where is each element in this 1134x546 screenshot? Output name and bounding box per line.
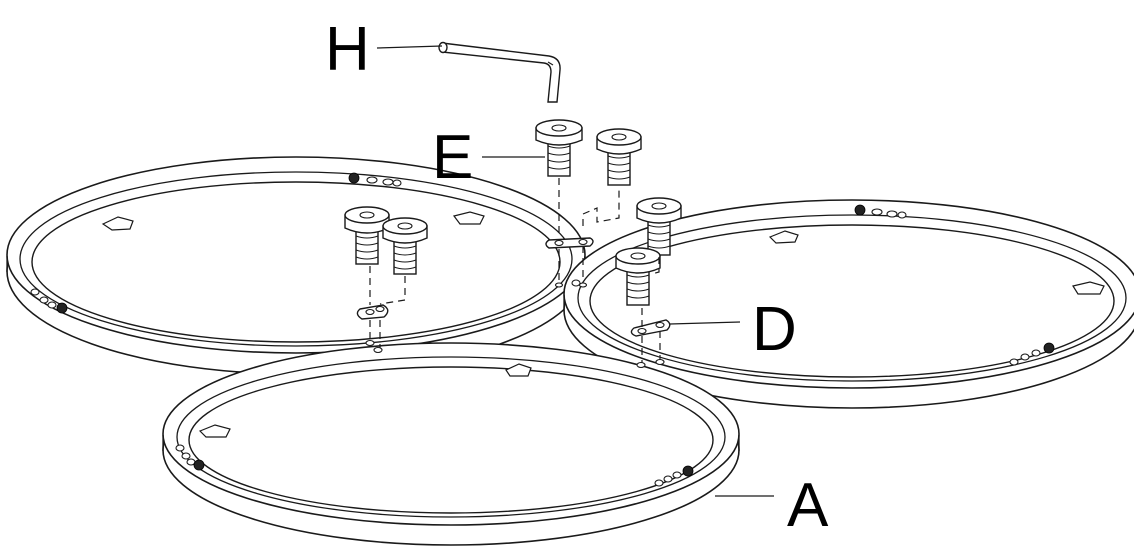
- label-d: D: [752, 295, 797, 364]
- ring-right: [563, 199, 1134, 409]
- label-h: H: [325, 15, 370, 84]
- alignment-lines: [369, 178, 661, 363]
- hex-key: [438, 41, 561, 103]
- label-a: A: [787, 471, 829, 540]
- leader-h: [376, 45, 443, 49]
- ring-left: [6, 156, 586, 375]
- leader-d: [669, 321, 741, 325]
- plate-top: [545, 237, 594, 249]
- plate-left: [356, 304, 389, 320]
- alignment-holes: [554, 282, 588, 288]
- screw-e5: [636, 197, 682, 256]
- plate-right: [630, 319, 671, 337]
- screw-e4: [382, 217, 428, 275]
- screw-e2: [596, 128, 642, 186]
- screw-e1: [535, 119, 583, 177]
- label-e: E: [432, 123, 473, 192]
- screw-e6: [615, 247, 661, 306]
- ring-bottom: [162, 339, 740, 546]
- screw-e3: [344, 206, 390, 265]
